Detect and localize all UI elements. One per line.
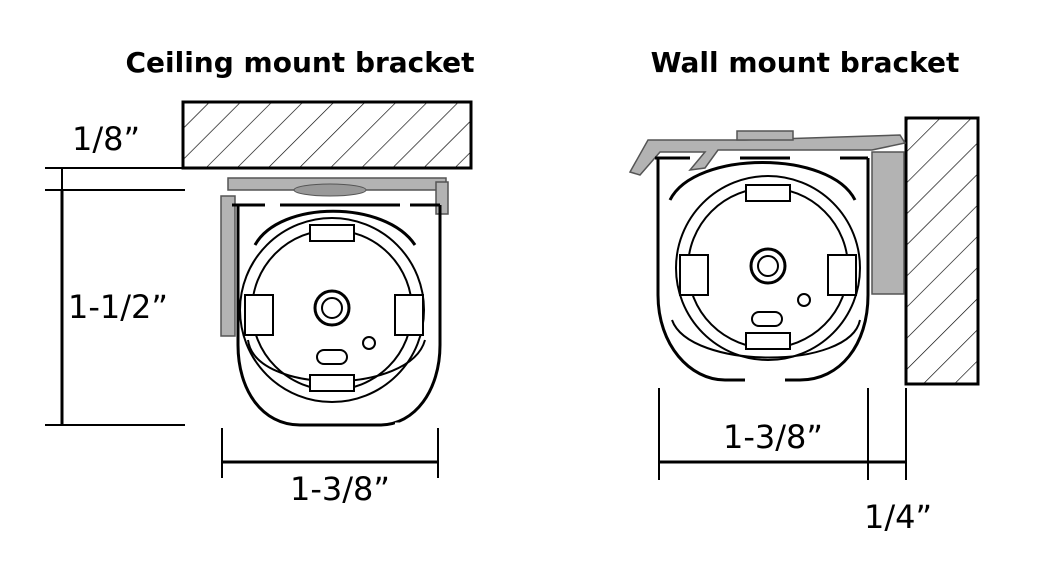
wall-gap-label: 1/4”: [864, 498, 932, 536]
ceiling-cassette-outline: [236, 205, 442, 427]
ceiling-mount-title: Ceiling mount bracket: [125, 46, 474, 79]
wall-block: [904, 116, 980, 386]
ceiling-gap-label: 1/8”: [72, 120, 140, 158]
wall-mount-title: Wall mount bracket: [651, 46, 960, 79]
wall-bracket-arm: [628, 134, 907, 176]
wall-bracket-plate: [871, 151, 905, 295]
ceiling-height-label: 1-1/2”: [68, 288, 168, 326]
wall-mount-drawing: [628, 116, 980, 480]
wall-width-label: 1-3/8”: [723, 418, 823, 456]
ceiling-width-label: 1-3/8”: [290, 470, 390, 508]
ceiling-block: [181, 100, 473, 170]
wall-end-plug: [675, 175, 861, 361]
ceiling-mount-drawing: [45, 100, 473, 478]
